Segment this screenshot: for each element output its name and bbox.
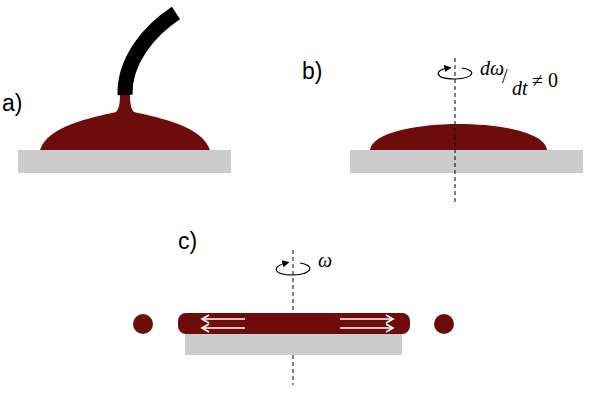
rotation-arrow xyxy=(438,68,472,79)
rotation-axis xyxy=(455,58,456,205)
radial-flow-arrows xyxy=(202,315,393,332)
liquid-drop xyxy=(40,92,210,150)
math-numerator: dω xyxy=(480,58,504,78)
math-denominator: dt xyxy=(512,78,528,98)
substrate xyxy=(185,333,402,355)
substrate xyxy=(18,150,231,173)
panel-label: c) xyxy=(178,230,197,253)
angular-velocity-symbol: ω xyxy=(318,250,332,270)
math-relation: ≠ 0 xyxy=(532,70,558,90)
liquid-film xyxy=(370,124,547,150)
rotation-arrow xyxy=(276,263,310,275)
dispense-nozzle xyxy=(125,13,176,95)
thin-film xyxy=(178,313,410,334)
ejected-droplet xyxy=(133,314,153,334)
panel-label: b) xyxy=(302,60,322,83)
panel-label: a) xyxy=(2,92,22,115)
ejected-droplet xyxy=(434,314,454,334)
substrate xyxy=(350,150,583,173)
fraction-slash: / xyxy=(502,66,508,86)
